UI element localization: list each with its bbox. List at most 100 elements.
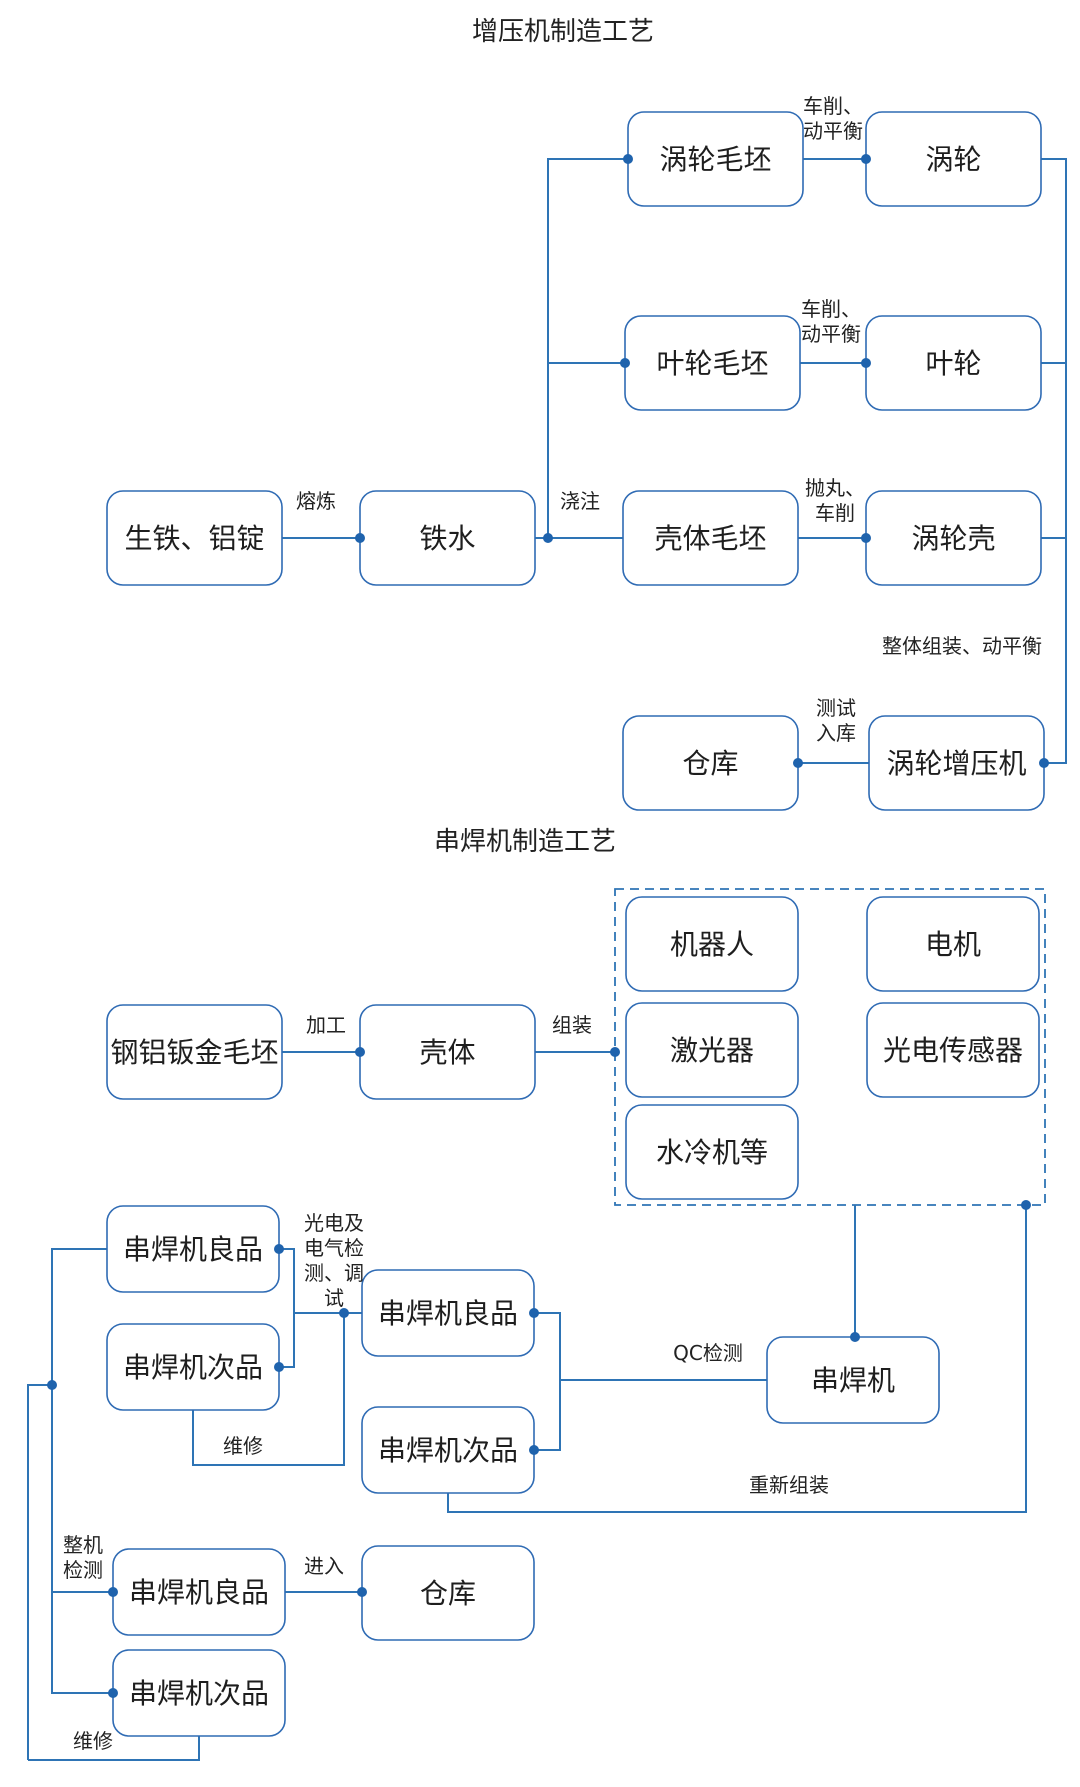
node-raw-materials: 生铁、铝锭 — [106, 490, 283, 586]
node-turbine-blank-label: 涡轮毛坯 — [659, 143, 771, 176]
label-assemble-balance-line-0: 整体组装、动平衡 — [882, 634, 1042, 658]
connector-dot-10 — [610, 1047, 620, 1057]
label-reassemble: 重新组装 — [749, 1473, 829, 1497]
node-turbine-housing-label: 涡轮壳 — [911, 522, 995, 555]
label-shot-turn: 抛丸、车削 — [805, 476, 865, 525]
connector-dot-6 — [861, 533, 871, 543]
connector-dot-4 — [861, 154, 871, 164]
label-assemble-balance: 整体组装、动平衡 — [882, 634, 1042, 658]
label-turn-balance-2-line-1: 动平衡 — [801, 322, 861, 346]
node-welder: 串焊机 — [766, 1336, 940, 1424]
label-test-store-line-1: 入库 — [816, 721, 856, 745]
node-impeller-blank: 叶轮毛坯 — [624, 315, 801, 411]
label-turn-balance-2: 车削、动平衡 — [801, 297, 861, 346]
connector-dot-8 — [1039, 758, 1049, 768]
node-good-c-label: 串焊机良品 — [129, 1576, 269, 1609]
label-electrical-test: 光电及电气检测、调试 — [304, 1211, 364, 1310]
connector-dot-5 — [861, 358, 871, 368]
turbo-title: 增压机制造工艺 — [472, 17, 654, 47]
node-turbocharger: 涡轮增压机 — [868, 715, 1045, 811]
connector-dot-15 — [274, 1244, 284, 1254]
connector-dot-13 — [529, 1445, 539, 1455]
node-sensor-label: 光电传感器 — [883, 1034, 1023, 1067]
edge-full-test — [27, 1248, 113, 1760]
node-good-a: 串焊机良品 — [106, 1205, 280, 1293]
node-motor: 电机 — [866, 896, 1040, 992]
label-repair-2-line-0: 维修 — [73, 1729, 113, 1753]
node-robot: 机器人 — [625, 896, 799, 992]
node-good-b-label: 串焊机良品 — [378, 1297, 518, 1330]
node-housing-blank: 壳体毛坯 — [622, 490, 799, 586]
node-bad-c: 串焊机次品 — [112, 1649, 286, 1737]
node-welder-label: 串焊机 — [811, 1364, 895, 1397]
label-test-store: 测试入库 — [816, 696, 856, 745]
connector-dot-7 — [793, 758, 803, 768]
node-turbo-warehouse-label: 仓库 — [682, 747, 738, 780]
label-turn-balance-1: 车削、动平衡 — [803, 94, 863, 143]
connector-dot-21 — [357, 1587, 367, 1597]
node-bad-b-label: 串焊机次品 — [378, 1434, 518, 1467]
connector-dot-2 — [623, 154, 633, 164]
label-test-store-line-0: 测试 — [816, 696, 856, 720]
node-bad-a: 串焊机次品 — [106, 1323, 280, 1411]
label-assemble: 组装 — [552, 1013, 592, 1037]
connector-dot-18 — [47, 1380, 57, 1390]
node-molten-iron-label: 铁水 — [419, 522, 475, 555]
edge-repair-1 — [192, 1313, 345, 1466]
node-sensor: 光电传感器 — [866, 1002, 1040, 1098]
node-turbine-blank: 涡轮毛坯 — [627, 111, 804, 207]
label-repair-1: 维修 — [223, 1434, 263, 1458]
connector-dot-19 — [108, 1587, 118, 1597]
node-turbine: 涡轮 — [865, 111, 1042, 207]
label-shot-turn-line-1: 车削 — [815, 501, 855, 525]
node-shell-label: 壳体 — [419, 1036, 475, 1069]
edge-assembly — [1041, 158, 1067, 764]
connector-dot-14 — [1021, 1200, 1031, 1210]
label-turn-balance-1-line-0: 车削、 — [803, 94, 863, 118]
node-robot-label: 机器人 — [670, 928, 754, 961]
label-qc: QC检测 — [673, 1341, 743, 1365]
node-bad-c-label: 串焊机次品 — [129, 1677, 269, 1710]
label-smelt-line-0: 熔炼 — [296, 489, 336, 513]
edge-reassemble — [447, 1205, 1027, 1513]
connector-dot-11 — [850, 1332, 860, 1342]
node-sheet-blank: 钢铝钣金毛坯 — [106, 1004, 283, 1100]
edge-qc — [534, 1312, 767, 1451]
node-chiller-label: 水冷机等 — [656, 1136, 768, 1169]
node-motor-label: 电机 — [925, 928, 981, 961]
label-cast: 浇注 — [560, 489, 600, 513]
edge-repair-2 — [28, 1736, 200, 1761]
connector-dot-3 — [620, 358, 630, 368]
connector-dot-16 — [274, 1362, 284, 1372]
label-repair-1-line-0: 维修 — [223, 1434, 263, 1458]
label-process-line-0: 加工 — [306, 1013, 346, 1037]
component-group-box — [614, 888, 1046, 1206]
label-full-test-line-1: 检测 — [63, 1558, 103, 1582]
connector-dot-12 — [529, 1308, 539, 1318]
label-turn-balance-2-line-0: 车削、 — [801, 297, 861, 321]
node-bad-a-label: 串焊机次品 — [123, 1351, 263, 1384]
connector-dot-17 — [339, 1308, 349, 1318]
node-chiller: 水冷机等 — [625, 1104, 799, 1200]
edge-cast — [535, 158, 628, 539]
label-shot-turn-line-0: 抛丸、 — [805, 476, 865, 500]
label-repair-2: 维修 — [73, 1729, 113, 1753]
label-qc-line-0: QC检测 — [673, 1341, 743, 1365]
label-reassemble-line-0: 重新组装 — [749, 1473, 829, 1497]
label-electrical-test-line-2: 测、调 — [304, 1261, 364, 1285]
connector-dot-0 — [355, 533, 365, 543]
node-molten-iron: 铁水 — [359, 490, 536, 586]
connector-dot-9 — [355, 1047, 365, 1057]
node-impeller: 叶轮 — [865, 315, 1042, 411]
node-impeller-blank-label: 叶轮毛坯 — [656, 347, 768, 380]
node-housing-blank-label: 壳体毛坯 — [654, 522, 766, 555]
label-full-test-line-0: 整机 — [63, 1533, 103, 1557]
label-electrical-test-line-3: 试 — [324, 1286, 344, 1310]
label-full-test: 整机检测 — [63, 1533, 103, 1582]
node-laser-label: 激光器 — [670, 1034, 754, 1067]
label-assemble-line-0: 组装 — [552, 1013, 592, 1037]
node-turbine-housing: 涡轮壳 — [865, 490, 1042, 586]
label-process: 加工 — [306, 1013, 346, 1037]
label-enter: 进入 — [304, 1554, 344, 1578]
